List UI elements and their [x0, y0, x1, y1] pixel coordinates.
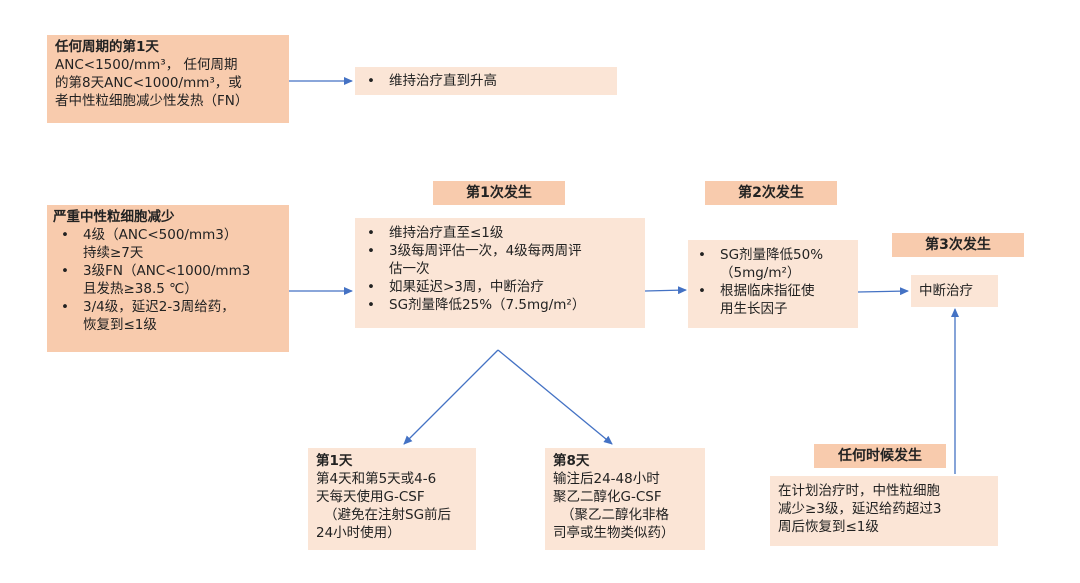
box-1st-item: SG剂量降低25%（7.5mg/m²） — [359, 296, 641, 314]
box-day8-line: 司亭或生物类似药） — [553, 525, 675, 541]
header-3rd-occurrence: 第3次发生 — [892, 233, 1024, 257]
box-any-cycle-day1: 任何周期的第1天 ANC<1500/mm³， 任何周期 的第8天ANC<1000… — [47, 35, 289, 123]
box-day1-gcsf: 第1天 第4天和第5天或4-6 天每天使用G-CSF （避免在注射SG前后 24… — [308, 448, 476, 550]
box-anytime-occurrence: 在计划治疗时，中性粒细胞 减少≥3级，延迟给药超过3 周后恢复到≤1级 — [770, 476, 998, 546]
box-anytime-line: 在计划治疗时，中性粒细胞 — [778, 483, 940, 499]
box-anytime-line: 减少≥3级，延迟给药超过3 — [778, 501, 942, 517]
arrow-1st-to-day1 — [403, 349, 499, 445]
box-severe-title: 严重中性粒细胞减少 — [53, 209, 175, 225]
box-any-cycle-line: ANC<1500/mm³， 任何周期 — [55, 57, 238, 73]
box-day1-line: （避免在注射SG前后 — [324, 507, 452, 523]
box-1st-item: 如果延迟>3周，中断治疗 — [359, 278, 641, 296]
box-anytime-line: 周后恢复到≤1级 — [778, 519, 879, 535]
arrow-2nd-to-3rd — [857, 287, 909, 296]
box-severe-item: 4级（ANC<500/mm3）持续≥7天 — [53, 226, 283, 262]
box-day8-line: 聚乙二醇化G-CSF — [553, 489, 662, 505]
box-day8-title: 第8天 — [553, 453, 590, 469]
box-day1-title: 第1天 — [316, 453, 353, 469]
box-any-cycle-line: 的第8天ANC<1000/mm³，或 — [55, 75, 242, 91]
box-2nd-item: SG剂量降低50%（5mg/m²） — [690, 246, 856, 282]
box-day1-line: 天每天使用G-CSF — [316, 489, 425, 505]
box-severe-neutropenia: 严重中性粒细胞减少 4级（ANC<500/mm3）持续≥7天 3级FN（ANC<… — [47, 205, 289, 352]
box-any-cycle-title: 任何周期的第1天 — [55, 39, 159, 55]
arrow-1st-to-2nd — [644, 286, 687, 295]
header-anytime-occurrence: 任何时候发生 — [814, 444, 946, 468]
header-2nd-occurrence: 第2次发生 — [705, 181, 837, 205]
arrow-1st-to-day8 — [497, 349, 613, 445]
header-1st-occurrence: 第1次发生 — [433, 181, 565, 205]
box-day8-gcsf: 第8天 输注后24-48小时 聚乙二醇化G-CSF （聚乙二醇化非格 司亭或生物… — [545, 448, 705, 550]
box-3rd-occurrence: 中断治疗 — [911, 275, 998, 307]
box-day8-line: （聚乙二醇化非格 — [561, 507, 669, 523]
box-severe-item: 3/4级，延迟2-3周给药，恢复到≤1级 — [53, 298, 283, 334]
box-3rd-text: 中断治疗 — [919, 283, 973, 299]
box-day1-line: 24小时使用） — [316, 525, 401, 541]
box-1st-item: 维持治疗直至≤1级 — [359, 224, 641, 242]
box-day8-line: 输注后24-48小时 — [553, 471, 660, 487]
box-maintain-treatment: 维持治疗直到升高 — [355, 67, 617, 95]
box-maintain-item: 维持治疗直到升高 — [359, 72, 613, 90]
box-day1-line: 第4天和第5天或4-6 — [316, 471, 437, 487]
box-any-cycle-line: 者中性粒细胞减少性发热（FN） — [55, 93, 249, 109]
